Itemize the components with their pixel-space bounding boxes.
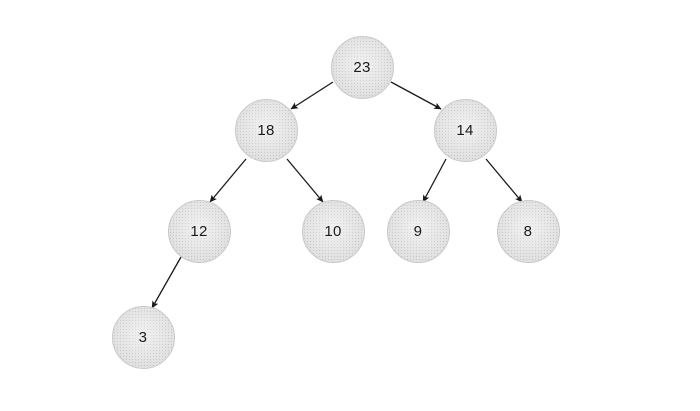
tree-edge bbox=[290, 81, 334, 110]
tree-node-label: 10 bbox=[324, 222, 342, 240]
tree-node-label: 23 bbox=[353, 58, 371, 76]
tree-node-label: 12 bbox=[190, 222, 208, 240]
tree-edge bbox=[209, 158, 247, 203]
tree-edge bbox=[485, 158, 523, 203]
tree-edge bbox=[286, 158, 324, 203]
tree-node-3[interactable]: 3 bbox=[111, 305, 175, 369]
tree-node-label: 3 bbox=[138, 328, 148, 346]
tree-edge bbox=[422, 158, 447, 203]
tree-node-23[interactable]: 23 bbox=[330, 35, 394, 99]
tree-node-12[interactable]: 12 bbox=[167, 199, 231, 263]
tree-node-9[interactable]: 9 bbox=[386, 199, 450, 263]
tree-node-label: 18 bbox=[257, 121, 275, 139]
tree-edge bbox=[151, 256, 182, 309]
tree-node-label: 9 bbox=[413, 222, 423, 240]
tree-node-label: 14 bbox=[456, 121, 474, 139]
tree-node-18[interactable]: 18 bbox=[234, 98, 298, 162]
tree-node-10[interactable]: 10 bbox=[301, 199, 365, 263]
tree-edge bbox=[390, 81, 442, 110]
tree-edges bbox=[151, 81, 523, 309]
tree-node-8[interactable]: 8 bbox=[496, 199, 560, 263]
tree-node-label: 8 bbox=[523, 222, 533, 240]
tree-node-14[interactable]: 14 bbox=[433, 98, 497, 162]
